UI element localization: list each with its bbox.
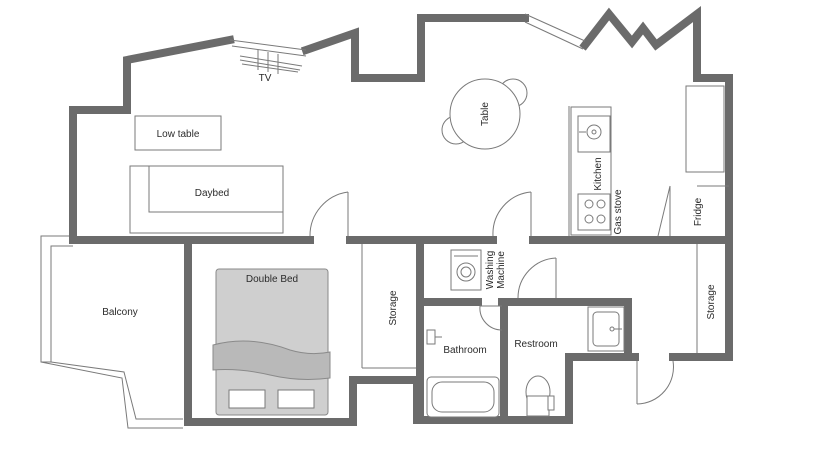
daybed: Daybed xyxy=(129,165,284,234)
washing-machine-label-1: Washing xyxy=(485,251,496,290)
bathroom: Bathroom xyxy=(426,329,500,418)
fridge-label: Fridge xyxy=(693,197,704,226)
storage-entry-label: Storage xyxy=(706,284,717,319)
doors xyxy=(309,191,674,405)
dining-table: Table xyxy=(441,78,528,150)
low-table-label: Low table xyxy=(157,129,200,140)
balcony xyxy=(40,235,191,429)
restroom-label: Restroom xyxy=(514,339,557,350)
double-bed: Double Bed xyxy=(212,268,331,416)
storage-bedroom-label: Storage xyxy=(388,290,399,325)
kitchen: Kitchen Gas stove xyxy=(570,106,624,236)
interior-walls xyxy=(184,236,733,424)
double-bed-label: Double Bed xyxy=(246,274,298,285)
storage-partitions xyxy=(361,106,729,369)
tv: TV xyxy=(239,50,303,84)
washing-machine-label-2: Machine xyxy=(496,251,507,289)
bathroom-label: Bathroom xyxy=(443,345,486,356)
windows xyxy=(229,13,586,57)
low-table: Low table xyxy=(134,115,222,151)
tv-label: TV xyxy=(259,73,272,84)
daybed-label: Daybed xyxy=(195,188,229,199)
restroom: Restroom xyxy=(514,306,625,417)
balcony-label: Balcony xyxy=(102,307,138,318)
washing-machine: Washing Machine xyxy=(450,249,507,291)
gas-stove-label: Gas stove xyxy=(613,189,624,234)
cabinet xyxy=(685,85,725,173)
table-label: Table xyxy=(480,102,491,126)
kitchen-label: Kitchen xyxy=(593,157,604,190)
fridge: Fridge xyxy=(657,185,704,237)
